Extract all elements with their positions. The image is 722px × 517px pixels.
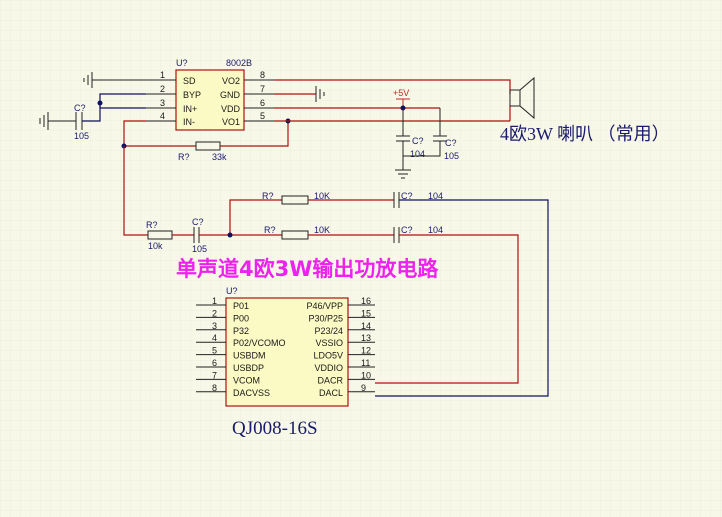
mcu-pin-num: 13 xyxy=(361,333,371,343)
mcu-pin-num: 16 xyxy=(361,296,371,306)
mcu-pin-name: P32 xyxy=(233,326,249,336)
amp-pin-num: 3 xyxy=(160,98,165,108)
amp-pin-name: VO2 xyxy=(222,76,240,86)
cap-input-value: 105 xyxy=(74,131,89,141)
cap-vdd-105-value: 105 xyxy=(444,151,459,161)
amp-pin-name: VDD xyxy=(221,104,241,114)
ground-icon xyxy=(83,72,146,88)
mcu-pin-name: DACR xyxy=(317,375,343,385)
amp-pin-name: IN- xyxy=(183,117,195,127)
mcu-pin-name: VSSIO xyxy=(315,338,343,348)
amp-pin-name: VO1 xyxy=(222,117,240,127)
resistor-top-value: 10K xyxy=(314,191,330,201)
cap-top-value: 104 xyxy=(428,191,443,201)
mcu-pin-name: P23/24 xyxy=(314,326,343,336)
amp-pin-num: 7 xyxy=(260,84,265,94)
amp-pin-name: GND xyxy=(220,90,241,100)
mcu-pin-num: 9 xyxy=(361,383,366,393)
mcu-ic: U? QJ008-16S xyxy=(225,286,349,439)
mcu-pin-name: USBDP xyxy=(233,363,264,373)
amp-ic-part: 8002B xyxy=(226,58,252,68)
mcu-pin-name: P01 xyxy=(233,301,249,311)
amp-pin-name: IN+ xyxy=(183,104,197,114)
amp-ic: U? 8002B 1 2 3 4 SD BYP IN+ IN- 8 7 6 5 … xyxy=(146,58,274,131)
amp-pin-num: 8 xyxy=(260,70,265,80)
mcu-pin-num: 3 xyxy=(212,321,217,331)
mcu-pin-name: P00 xyxy=(233,313,249,323)
mcu-pin-num: 1 xyxy=(212,296,217,306)
resistor-feedback-ref: R? xyxy=(178,152,190,162)
amp-pin-num: 2 xyxy=(160,84,165,94)
resistor-bottom-value: 10K xyxy=(314,225,330,235)
amp-pin-num: 4 xyxy=(160,111,165,121)
ground-icon xyxy=(39,112,76,130)
resistor-feedback-value: 33k xyxy=(212,152,227,162)
amp-pin-num: 5 xyxy=(260,111,265,121)
mcu-pin-name: VCOM xyxy=(233,375,260,385)
cap-bottom-value: 104 xyxy=(428,225,443,235)
mcu-pin-num: 14 xyxy=(361,321,371,331)
mcu-pin-num: 11 xyxy=(361,358,370,368)
amp-ic-ref: U? xyxy=(176,58,188,68)
junction-dot xyxy=(97,100,103,106)
cap-input-ref: C? xyxy=(74,103,86,113)
mcu-ic-body xyxy=(225,297,349,407)
mcu-ic-part: QJ008-16S xyxy=(232,418,318,439)
cap-vdd-105-ref: C? xyxy=(445,138,457,148)
speaker-icon xyxy=(509,76,535,120)
ground-icon xyxy=(315,86,325,102)
mcu-ic-ref: U? xyxy=(226,286,238,296)
cap-vdd-104-ref: C? xyxy=(412,136,424,146)
resistor-input-ref: R? xyxy=(146,220,158,230)
cap-mix-value: 105 xyxy=(192,244,207,254)
cap-vdd-104-value: 104 xyxy=(410,149,425,159)
cap-bottom-ref: C? xyxy=(401,225,413,235)
mcu-pin-num: 6 xyxy=(212,358,217,368)
amp-ic-body xyxy=(175,69,245,131)
power-label: +5V xyxy=(393,88,409,98)
resistor-top-ref: R? xyxy=(262,191,274,201)
mcu-pin-num: 8 xyxy=(212,383,217,393)
cap-mix-ref: C? xyxy=(192,217,204,227)
cap-top-ref: C? xyxy=(401,191,413,201)
mcu-pin-name: DACL xyxy=(319,388,343,398)
mcu-pin-name: P02/VCOMO xyxy=(233,338,286,348)
amp-pin-name: SD xyxy=(183,76,196,86)
amp-pin-num: 1 xyxy=(160,70,165,80)
resistor-bottom-ref: R? xyxy=(264,225,276,235)
amp-pin-num: 6 xyxy=(260,98,265,108)
mcu-pin-name: P30/P25 xyxy=(308,313,343,323)
mcu-pin-name: LDO5V xyxy=(313,351,343,361)
ground-icon xyxy=(395,160,411,179)
amp-pin-name: BYP xyxy=(183,90,201,100)
mcu-pin-num: 7 xyxy=(212,370,217,380)
mcu-pin-name: USBDM xyxy=(233,351,266,361)
mcu-pin-name: DACVSS xyxy=(233,388,270,398)
mcu-pin-num: 15 xyxy=(361,308,371,318)
mcu-pin-num: 10 xyxy=(361,370,371,380)
mcu-pin-num: 12 xyxy=(361,346,371,356)
junction-dot xyxy=(227,232,233,238)
mcu-pin-name: VDDIO xyxy=(314,363,343,373)
resistor-input-value: 10k xyxy=(148,241,163,251)
mcu-pin-num: 5 xyxy=(212,346,217,356)
mcu-pin-name: P46/VPP xyxy=(306,301,343,311)
mcu-pin-num: 2 xyxy=(212,308,217,318)
speaker-label: 4欧3W 喇叭 （常用） xyxy=(500,124,670,144)
circuit-title: 单声道4欧3W输出功放电路 xyxy=(176,257,439,281)
mcu-pin-num: 4 xyxy=(212,333,217,343)
